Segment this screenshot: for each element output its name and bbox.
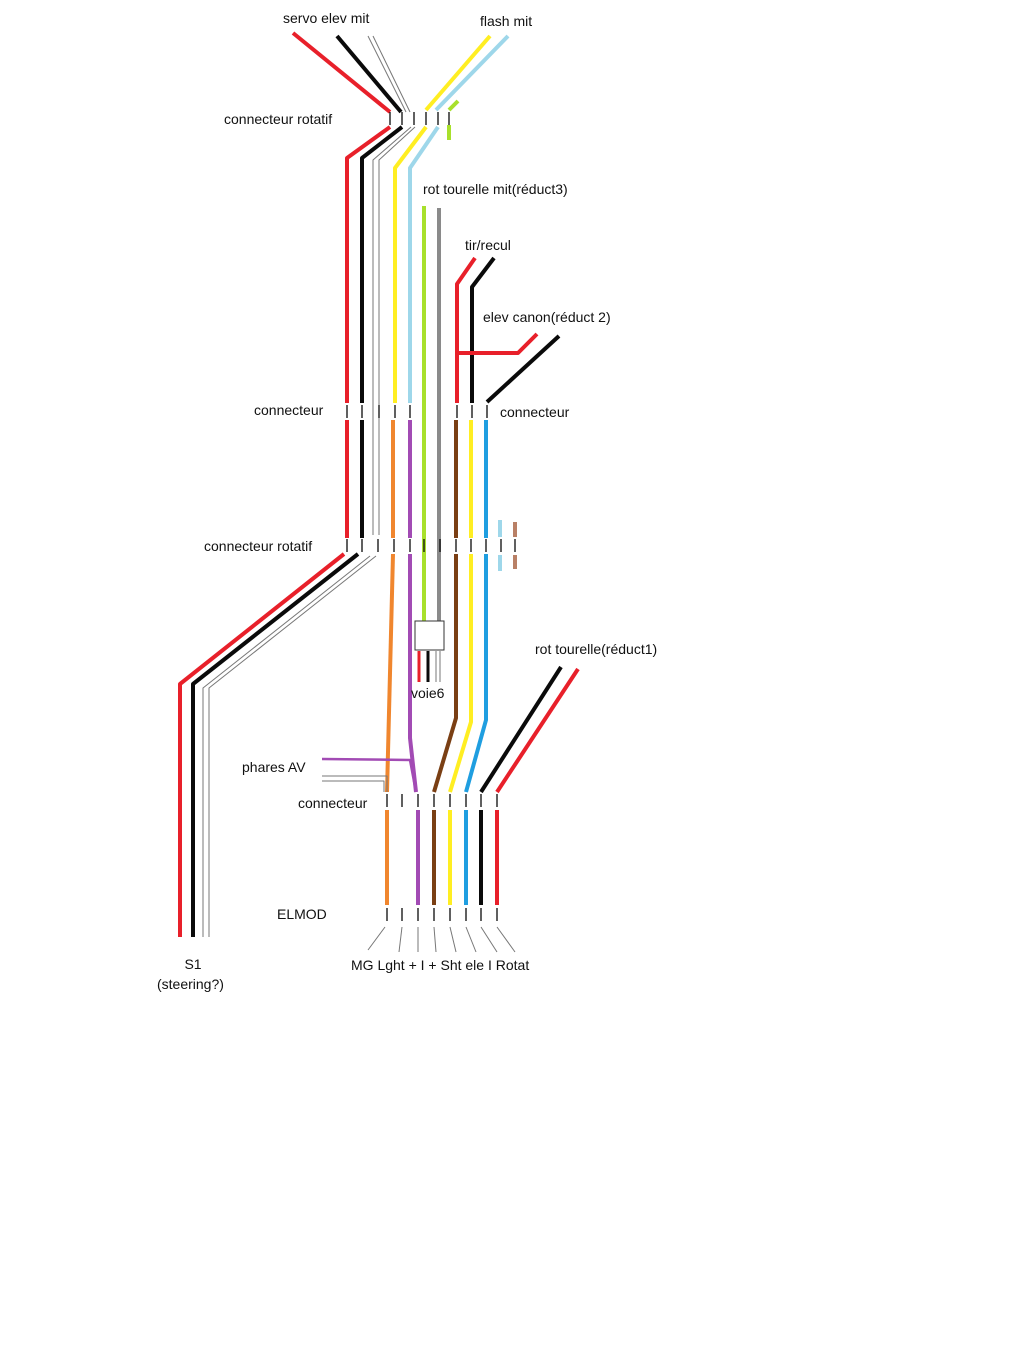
label-tir-recul: tir/recul [465, 237, 511, 253]
label-flash-mit: flash mit [480, 13, 533, 29]
wire-elev-canon-black [485, 334, 561, 404]
wire-trunk-lightblue [408, 125, 440, 403]
wire-s1-red [178, 552, 346, 937]
wire-servo-thin-a [367, 35, 407, 113]
voie6-box [414, 620, 445, 651]
wire-phares-thin-a [322, 775, 388, 792]
wire-trunk-red [345, 125, 392, 403]
wire-s1-black [191, 552, 360, 937]
wire-phares-thin-b [322, 780, 385, 792]
wire-trunk-yellow [393, 125, 428, 403]
wire-rot-tourelle-black [479, 665, 563, 794]
label-servo-elev-mit: servo elev mit [283, 10, 370, 26]
wire-lime-stub-top [447, 99, 460, 112]
label-voie6: voie6 [411, 685, 445, 701]
elmod-leader-8 [496, 926, 516, 953]
label-elmod: ELMOD [277, 906, 327, 922]
label-connecteur-rotatif-mid: connecteur rotatif [204, 538, 313, 554]
label-steering: (steering?) [157, 976, 224, 992]
label-rot-tourelle: rot tourelle(réduct1) [535, 641, 658, 657]
elmod-leader-2 [398, 926, 403, 953]
wire-phares-purple [321, 757, 418, 793]
label-elev-canon: elev canon(réduct 2) [483, 309, 611, 325]
wire-flash-lightblue [434, 34, 510, 112]
wire-low-yellow [448, 554, 473, 793]
wire-flash-yellow [424, 34, 492, 112]
wire-trunk-black [360, 125, 404, 403]
label-rot-tourelle-mit: rot tourelle mit(réduct3) [423, 181, 568, 197]
label-phares-av: phares AV [242, 759, 306, 775]
elmod-leader-5 [449, 926, 457, 953]
label-connecteur-rotatif-top: connecteur rotatif [224, 111, 333, 127]
label-connecteur-bottom: connecteur [298, 795, 368, 811]
elmod-leader-4 [433, 926, 437, 953]
wire-tir-recul-black [470, 256, 496, 403]
wire-low-brown [432, 554, 458, 793]
elmod-leader-1 [367, 926, 386, 951]
wire-low-orange [385, 553, 395, 793]
label-s1: S1 [184, 956, 202, 972]
wire-low-purple [408, 554, 418, 793]
wire-s1-thin-b [208, 555, 377, 937]
wire-rot-tourelle-red [495, 667, 580, 794]
wire-servo-red-top [291, 31, 392, 114]
wire-tir-recul-red [455, 256, 477, 403]
wire-elev-canon-red [457, 332, 539, 355]
wire-s1-thin-a [202, 555, 371, 937]
wire-low-blue [464, 554, 488, 793]
wire-trunk-thin-a [372, 126, 412, 535]
wire-servo-thin-b [372, 35, 411, 113]
wire-servo-black-top [335, 34, 403, 114]
label-connecteur-right: connecteur [500, 404, 570, 420]
elmod-leader-6 [465, 926, 477, 953]
label-connecteur-left: connecteur [254, 402, 324, 418]
elmod-leader-7 [480, 926, 498, 953]
label-elmod-pins: MG Lght + I + Sht ele I Rotat [351, 957, 530, 973]
